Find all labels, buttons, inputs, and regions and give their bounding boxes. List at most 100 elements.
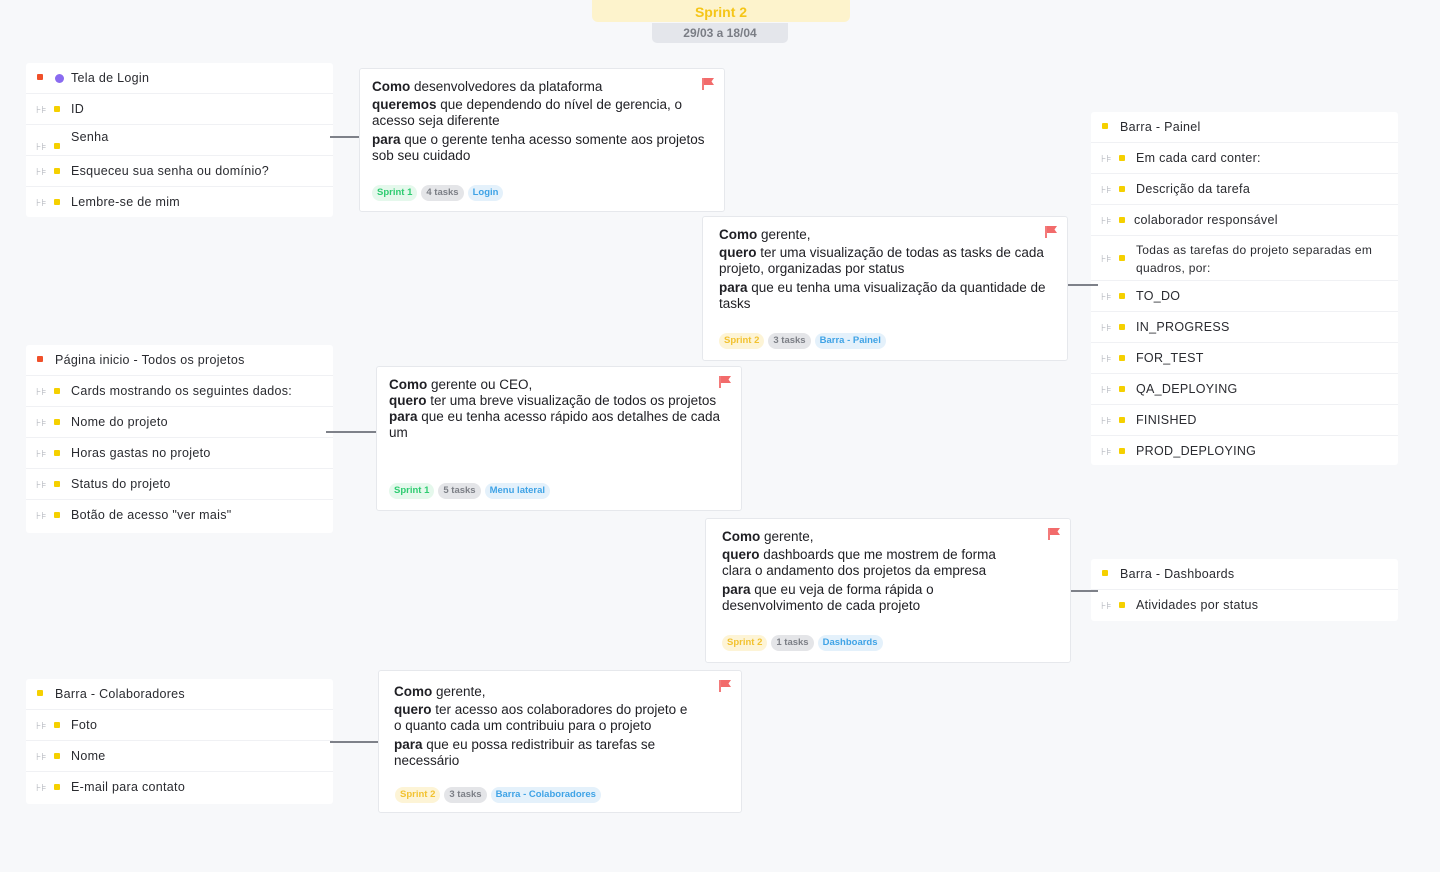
flag-icon[interactable]: [1048, 527, 1062, 541]
sprint-tag[interactable]: Sprint 2: [722, 635, 768, 651]
flag-icon[interactable]: [719, 679, 733, 693]
subtask-icon: ⊦⊧: [1101, 216, 1112, 227]
story-card-home[interactable]: Como gerente ou CEO, quero ter uma breve…: [376, 366, 742, 511]
epic-tag[interactable]: Barra - Colaboradores: [490, 787, 601, 803]
list-item[interactable]: ⊦⊧ Todas as tarefas do projeto separadas…: [1091, 236, 1398, 281]
subtask-icon: ⊦⊧: [36, 418, 47, 429]
list-item[interactable]: ⊦⊧ Status do projeto: [26, 469, 333, 500]
epic-tag[interactable]: Dashboards: [817, 635, 883, 651]
epic-tag[interactable]: Menu lateral: [484, 483, 551, 499]
list-item[interactable]: ⊦⊧ Nome do projeto: [26, 407, 333, 438]
subtask-icon: ⊦⊧: [1101, 292, 1112, 303]
list-item[interactable]: ⊦⊧ Atividades por status: [1091, 590, 1398, 621]
list-header-row[interactable]: Barra - Colaboradores: [26, 679, 333, 710]
list-item[interactable]: ⊦⊧ Nome: [26, 741, 333, 772]
list-item-label: FINISHED: [1136, 413, 1197, 427]
tasks-tag[interactable]: 3 tasks: [768, 333, 811, 349]
bullet: [1119, 448, 1125, 454]
bullet: [54, 388, 60, 394]
subtask-icon: ⊦⊧: [1101, 354, 1112, 365]
tasks-tag[interactable]: 1 tasks: [771, 635, 814, 651]
sprint-tag[interactable]: Sprint 2: [719, 333, 765, 349]
story-want-text: ter uma visualização de todas as tasks d…: [719, 245, 1044, 276]
epic-tag[interactable]: Barra - Painel: [814, 333, 886, 349]
tasks-tag[interactable]: 3 tasks: [444, 787, 487, 803]
list-item[interactable]: ⊦⊧ IN_PROGRESS: [1091, 312, 1398, 343]
list-item[interactable]: ⊦⊧ Descrição da tarefa: [1091, 174, 1398, 205]
story-so-keyword: para: [719, 280, 748, 295]
sprint-tag[interactable]: Sprint 1: [389, 483, 435, 499]
list-item[interactable]: ⊦⊧ Senha: [26, 125, 333, 156]
list-item[interactable]: ⊦⊧ TO_DO: [1091, 281, 1398, 312]
story-so: para que eu possa redistribuir as tarefa…: [394, 737, 689, 769]
list-item-label: Esqueceu sua senha ou domínio?: [71, 164, 270, 178]
bullet: [1102, 123, 1108, 129]
flag-icon[interactable]: [702, 77, 716, 91]
subtask-icon: ⊦⊧: [1101, 416, 1112, 427]
story-want: quero ter uma breve visualização de todo…: [389, 393, 735, 409]
story-card-panel[interactable]: Como gerente, quero ter uma visualização…: [702, 216, 1068, 361]
list-item[interactable]: ⊦⊧ colaborador responsável: [1091, 205, 1398, 236]
sprint-dates: 29/03 a 18/04: [652, 23, 788, 43]
flag-icon[interactable]: [1045, 225, 1059, 239]
bullet: [54, 722, 60, 728]
list-item[interactable]: ⊦⊧ Cards mostrando os seguintes dados:: [26, 376, 333, 407]
list-collab: Barra - Colaboradores ⊦⊧ Foto ⊦⊧ Nome ⊦⊧…: [26, 679, 333, 804]
list-item[interactable]: ⊦⊧ Lembre-se de mim: [26, 187, 333, 218]
subtask-icon: ⊦⊧: [36, 105, 47, 116]
story-want-keyword: quero: [719, 245, 757, 260]
story-want: quero ter acesso aos colaboradores do pr…: [394, 702, 689, 734]
list-item-label: Em cada card conter:: [1136, 151, 1261, 165]
list-item-label: Horas gastas no projeto: [71, 446, 211, 460]
story-so-keyword: para: [372, 132, 401, 147]
bullet: [1119, 602, 1125, 608]
story-as-keyword: Como: [389, 377, 428, 392]
list-item[interactable]: ⊦⊧ Horas gastas no projeto: [26, 438, 333, 469]
list-item-label: Nome: [71, 749, 106, 763]
list-item[interactable]: ⊦⊧ QA_DEPLOYING: [1091, 374, 1398, 405]
sprint-tag[interactable]: Sprint 1: [372, 185, 418, 201]
epic-tag[interactable]: Login: [467, 185, 504, 201]
subtask-icon: ⊦⊧: [1101, 385, 1112, 396]
story-card-login[interactable]: Como desenvolvedores da plataforma quere…: [359, 68, 725, 212]
list-item[interactable]: ⊦⊧ Em cada card conter:: [1091, 143, 1398, 174]
list-item-label: Atividades por status: [1136, 598, 1259, 612]
bullet: [1119, 217, 1125, 223]
list-item[interactable]: ⊦⊧ Botão de acesso "ver mais": [26, 500, 333, 531]
list-item[interactable]: ⊦⊧ FINISHED: [1091, 405, 1398, 436]
tasks-tag[interactable]: 5 tasks: [438, 483, 481, 499]
story-as-keyword: Como: [394, 684, 433, 699]
list-item[interactable]: ⊦⊧ Esqueceu sua senha ou domínio?: [26, 156, 333, 187]
bullet: [1102, 570, 1108, 576]
story-want: quero dashboards que me mostrem de forma…: [722, 547, 1012, 579]
subtask-icon: ⊦⊧: [36, 198, 47, 209]
tasks-tag[interactable]: 4 tasks: [421, 185, 464, 201]
story-want-keyword: quero: [394, 702, 432, 717]
story-want: queremos que dependendo do nível de gere…: [372, 97, 718, 129]
story-so: para que eu veja de forma rápida o desen…: [722, 582, 1012, 614]
story-as: Como gerente,: [722, 529, 1012, 545]
story-card-dashboards[interactable]: Como gerente, quero dashboards que me mo…: [705, 518, 1071, 663]
list-item[interactable]: ⊦⊧ Foto: [26, 710, 333, 741]
story-so-text: que eu tenha uma visualização da quantid…: [719, 280, 1046, 311]
list-header-row[interactable]: Tela de Login: [26, 63, 333, 94]
story-as-text: gerente,: [760, 529, 814, 544]
list-item[interactable]: ⊦⊧ ID: [26, 94, 333, 125]
list-item[interactable]: ⊦⊧ E-mail para contato: [26, 772, 333, 803]
list-item[interactable]: ⊦⊧ PROD_DEPLOYING: [1091, 436, 1398, 467]
sprint-tag[interactable]: Sprint 2: [395, 787, 441, 803]
subtask-icon: ⊦⊧: [36, 511, 47, 522]
story-so-text: que o gerente tenha acesso somente aos p…: [372, 132, 705, 163]
story-as: Como desenvolvedores da plataforma: [372, 79, 718, 95]
list-item[interactable]: ⊦⊧ FOR_TEST: [1091, 343, 1398, 374]
story-card-collab[interactable]: Como gerente, quero ter acesso aos colab…: [378, 670, 742, 813]
bullet: [54, 512, 60, 518]
bullet: [1119, 293, 1125, 299]
list-header-row[interactable]: Barra - Painel: [1091, 112, 1398, 143]
flag-icon[interactable]: [719, 375, 733, 389]
bullet: [1119, 417, 1125, 423]
sprint-header[interactable]: Sprint 2: [592, 0, 850, 22]
list-header-row[interactable]: Página inicio - Todos os projetos: [26, 345, 333, 376]
list-dashboards: Barra - Dashboards ⊦⊧ Atividades por sta…: [1091, 559, 1398, 621]
list-header-row[interactable]: Barra - Dashboards: [1091, 559, 1398, 590]
